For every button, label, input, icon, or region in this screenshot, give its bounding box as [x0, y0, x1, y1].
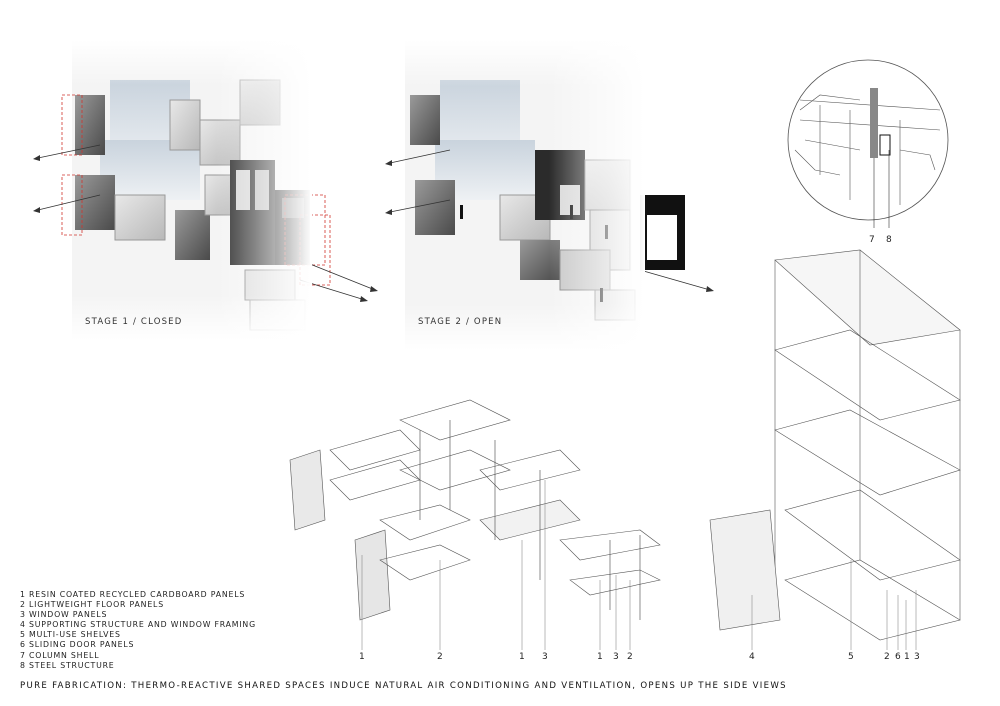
column-detail-circle: [787, 59, 949, 228]
legend-item-3: 3 window panels: [20, 610, 108, 620]
legend-item-1: 1 resin coated recycled cardboard panels: [20, 590, 246, 599]
floor-callout-1b: 1: [519, 652, 525, 662]
floor-callout-3a: 3: [542, 652, 548, 662]
footer-statement: pure fabrication: thermo-reactive shared…: [20, 681, 787, 691]
stage-1-caption: stage 1 / closed: [85, 317, 183, 327]
tower-callout-1: 1: [904, 652, 910, 662]
tower-callout-5: 5: [848, 652, 854, 662]
floor-callout-2b: 2: [627, 652, 633, 662]
legend-item-6: 6 sliding door panels: [20, 640, 135, 650]
callout-8: 8: [886, 235, 892, 245]
floor-callout-1a: 1: [359, 652, 365, 662]
floor-callout-2a: 2: [437, 652, 443, 662]
stage-2-caption: stage 2 / open: [418, 317, 503, 327]
tower-callout-6: 6: [895, 652, 901, 662]
callout-7: 7: [869, 235, 875, 245]
tower-callout-2: 2: [884, 652, 890, 662]
tower-callout-3: 3: [914, 652, 920, 662]
tower-callout-4: 4: [749, 652, 755, 662]
legend-item-4: 4 supporting structure and window framin…: [20, 620, 256, 630]
facade-closed-render: [33, 40, 378, 340]
legend-item-2: 2 lightweight floor panels: [20, 600, 164, 610]
exploded-tower-axonometric: [709, 249, 961, 650]
legend-item-5: 5 multi-use shelves: [20, 630, 121, 640]
floor-callout-3b: 3: [613, 652, 619, 662]
legend-item-8: 8 steel structure: [20, 660, 115, 670]
facade-open-render: [385, 40, 714, 350]
exploded-floor-axonometric: [289, 399, 661, 650]
floor-callout-1c: 1: [597, 652, 603, 662]
legend-item-7: 7 column shell: [20, 650, 100, 660]
component-legend: 1 resin coated recycled cardboard panels…: [20, 590, 256, 671]
